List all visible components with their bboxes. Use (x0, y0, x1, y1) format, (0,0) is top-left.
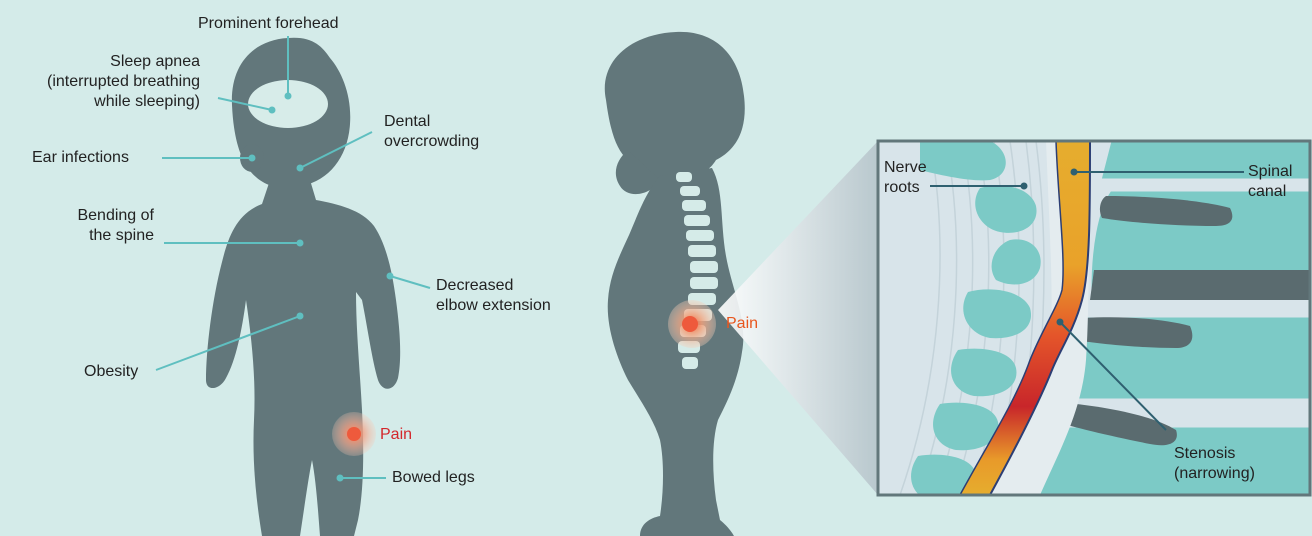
label-obesity: Obesity (84, 362, 138, 382)
label-elbow-extension: Decreased elbow extension (436, 276, 551, 316)
label-ear-infections: Ear infections (32, 148, 129, 168)
side-child-silhouette (605, 32, 745, 536)
label-spinal-canal: Spinal canal (1248, 162, 1292, 202)
label-sleep-apnea: Sleep apnea (interrupted breathing while… (0, 52, 200, 112)
label-nerve-roots: Nerve roots (884, 158, 927, 198)
label-pain-back: Pain (726, 314, 758, 334)
label-stenosis: Stenosis (narrowing) (1174, 444, 1255, 484)
label-pain-knee: Pain (380, 425, 412, 445)
label-bowed-legs: Bowed legs (392, 468, 475, 488)
label-prominent-forehead: Prominent forehead (198, 14, 339, 34)
label-dental-overcrowding: Dental overcrowding (384, 112, 479, 152)
label-bending-spine: Bending of the spine (30, 206, 154, 246)
